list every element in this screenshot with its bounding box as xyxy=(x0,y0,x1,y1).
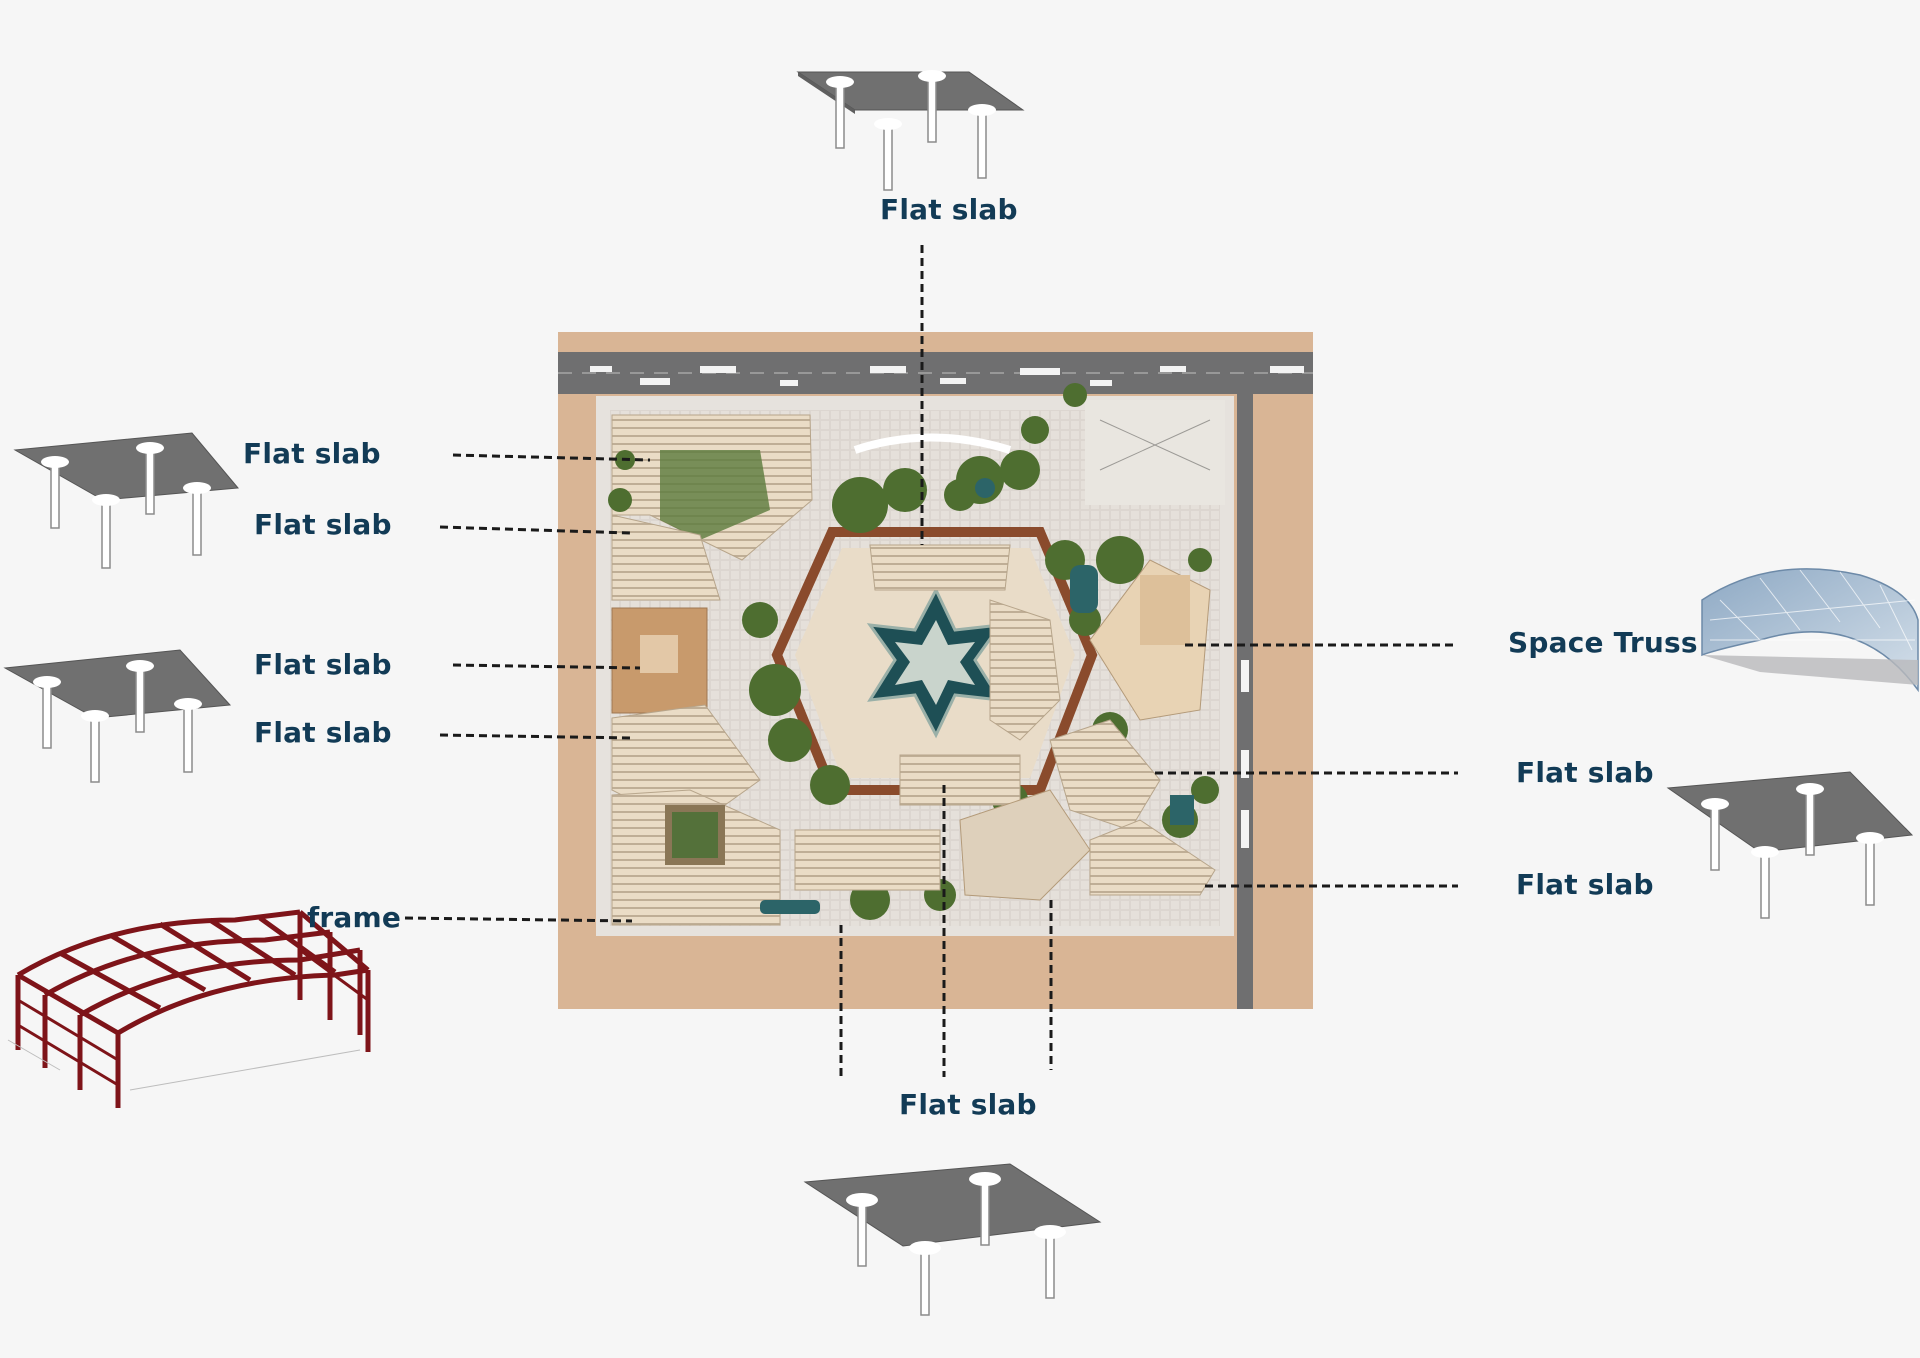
leader-left-1 xyxy=(452,453,651,462)
flat-slab-icon-bottom xyxy=(803,1163,1102,1316)
leader-frame xyxy=(404,916,633,923)
space-truss-icon xyxy=(1701,568,1919,693)
label-right-flat-slab-2: Flat slab xyxy=(1516,868,1654,901)
frame-dimension-lines xyxy=(7,1039,361,1091)
label-left-flat-slab-3: Flat slab xyxy=(254,648,392,681)
label-left-flat-slab-4: Flat slab xyxy=(254,716,392,749)
label-frame: frame xyxy=(307,901,402,934)
site-plan xyxy=(558,332,1313,1009)
leader-left-2 xyxy=(439,525,631,535)
leader-lines xyxy=(404,245,1458,1077)
steel-frame-icon xyxy=(15,909,371,1108)
label-space-truss: Space Truss xyxy=(1508,626,1698,659)
label-left-flat-slab-2: Flat slab xyxy=(254,508,392,541)
label-bottom-flat-slab: Flat slab xyxy=(899,1088,1037,1121)
flat-slab-icon-top xyxy=(796,70,1025,191)
leader-left-3 xyxy=(452,663,641,670)
flat-slab-icon-left-upper xyxy=(13,432,239,569)
flat-slab-icon-left-lower xyxy=(3,649,232,783)
label-right-flat-slab-1: Flat slab xyxy=(1516,756,1654,789)
label-top-flat-slab: Flat slab xyxy=(880,193,1018,226)
leader-left-4 xyxy=(439,733,633,740)
label-left-flat-slab-1: Flat slab xyxy=(243,437,381,470)
flat-slab-icon-right xyxy=(1666,771,1914,919)
